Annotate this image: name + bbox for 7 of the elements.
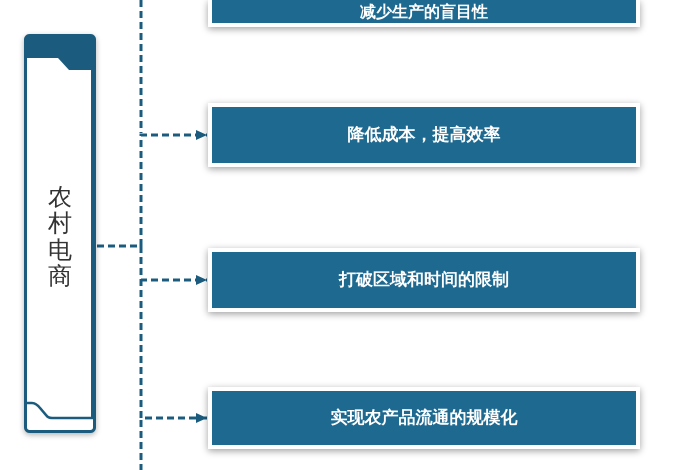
box-label: 降低成本，提高效率 [348,124,500,146]
box-label: 减少生产的盲目性 [360,2,488,22]
box-label: 实现农产品流通的规模化 [330,407,518,429]
panel-title: 农村电商 [48,184,72,290]
connector-arrow [97,244,207,423]
category-panel [24,34,96,433]
box-label: 打破区域和时间的限制 [339,269,509,291]
